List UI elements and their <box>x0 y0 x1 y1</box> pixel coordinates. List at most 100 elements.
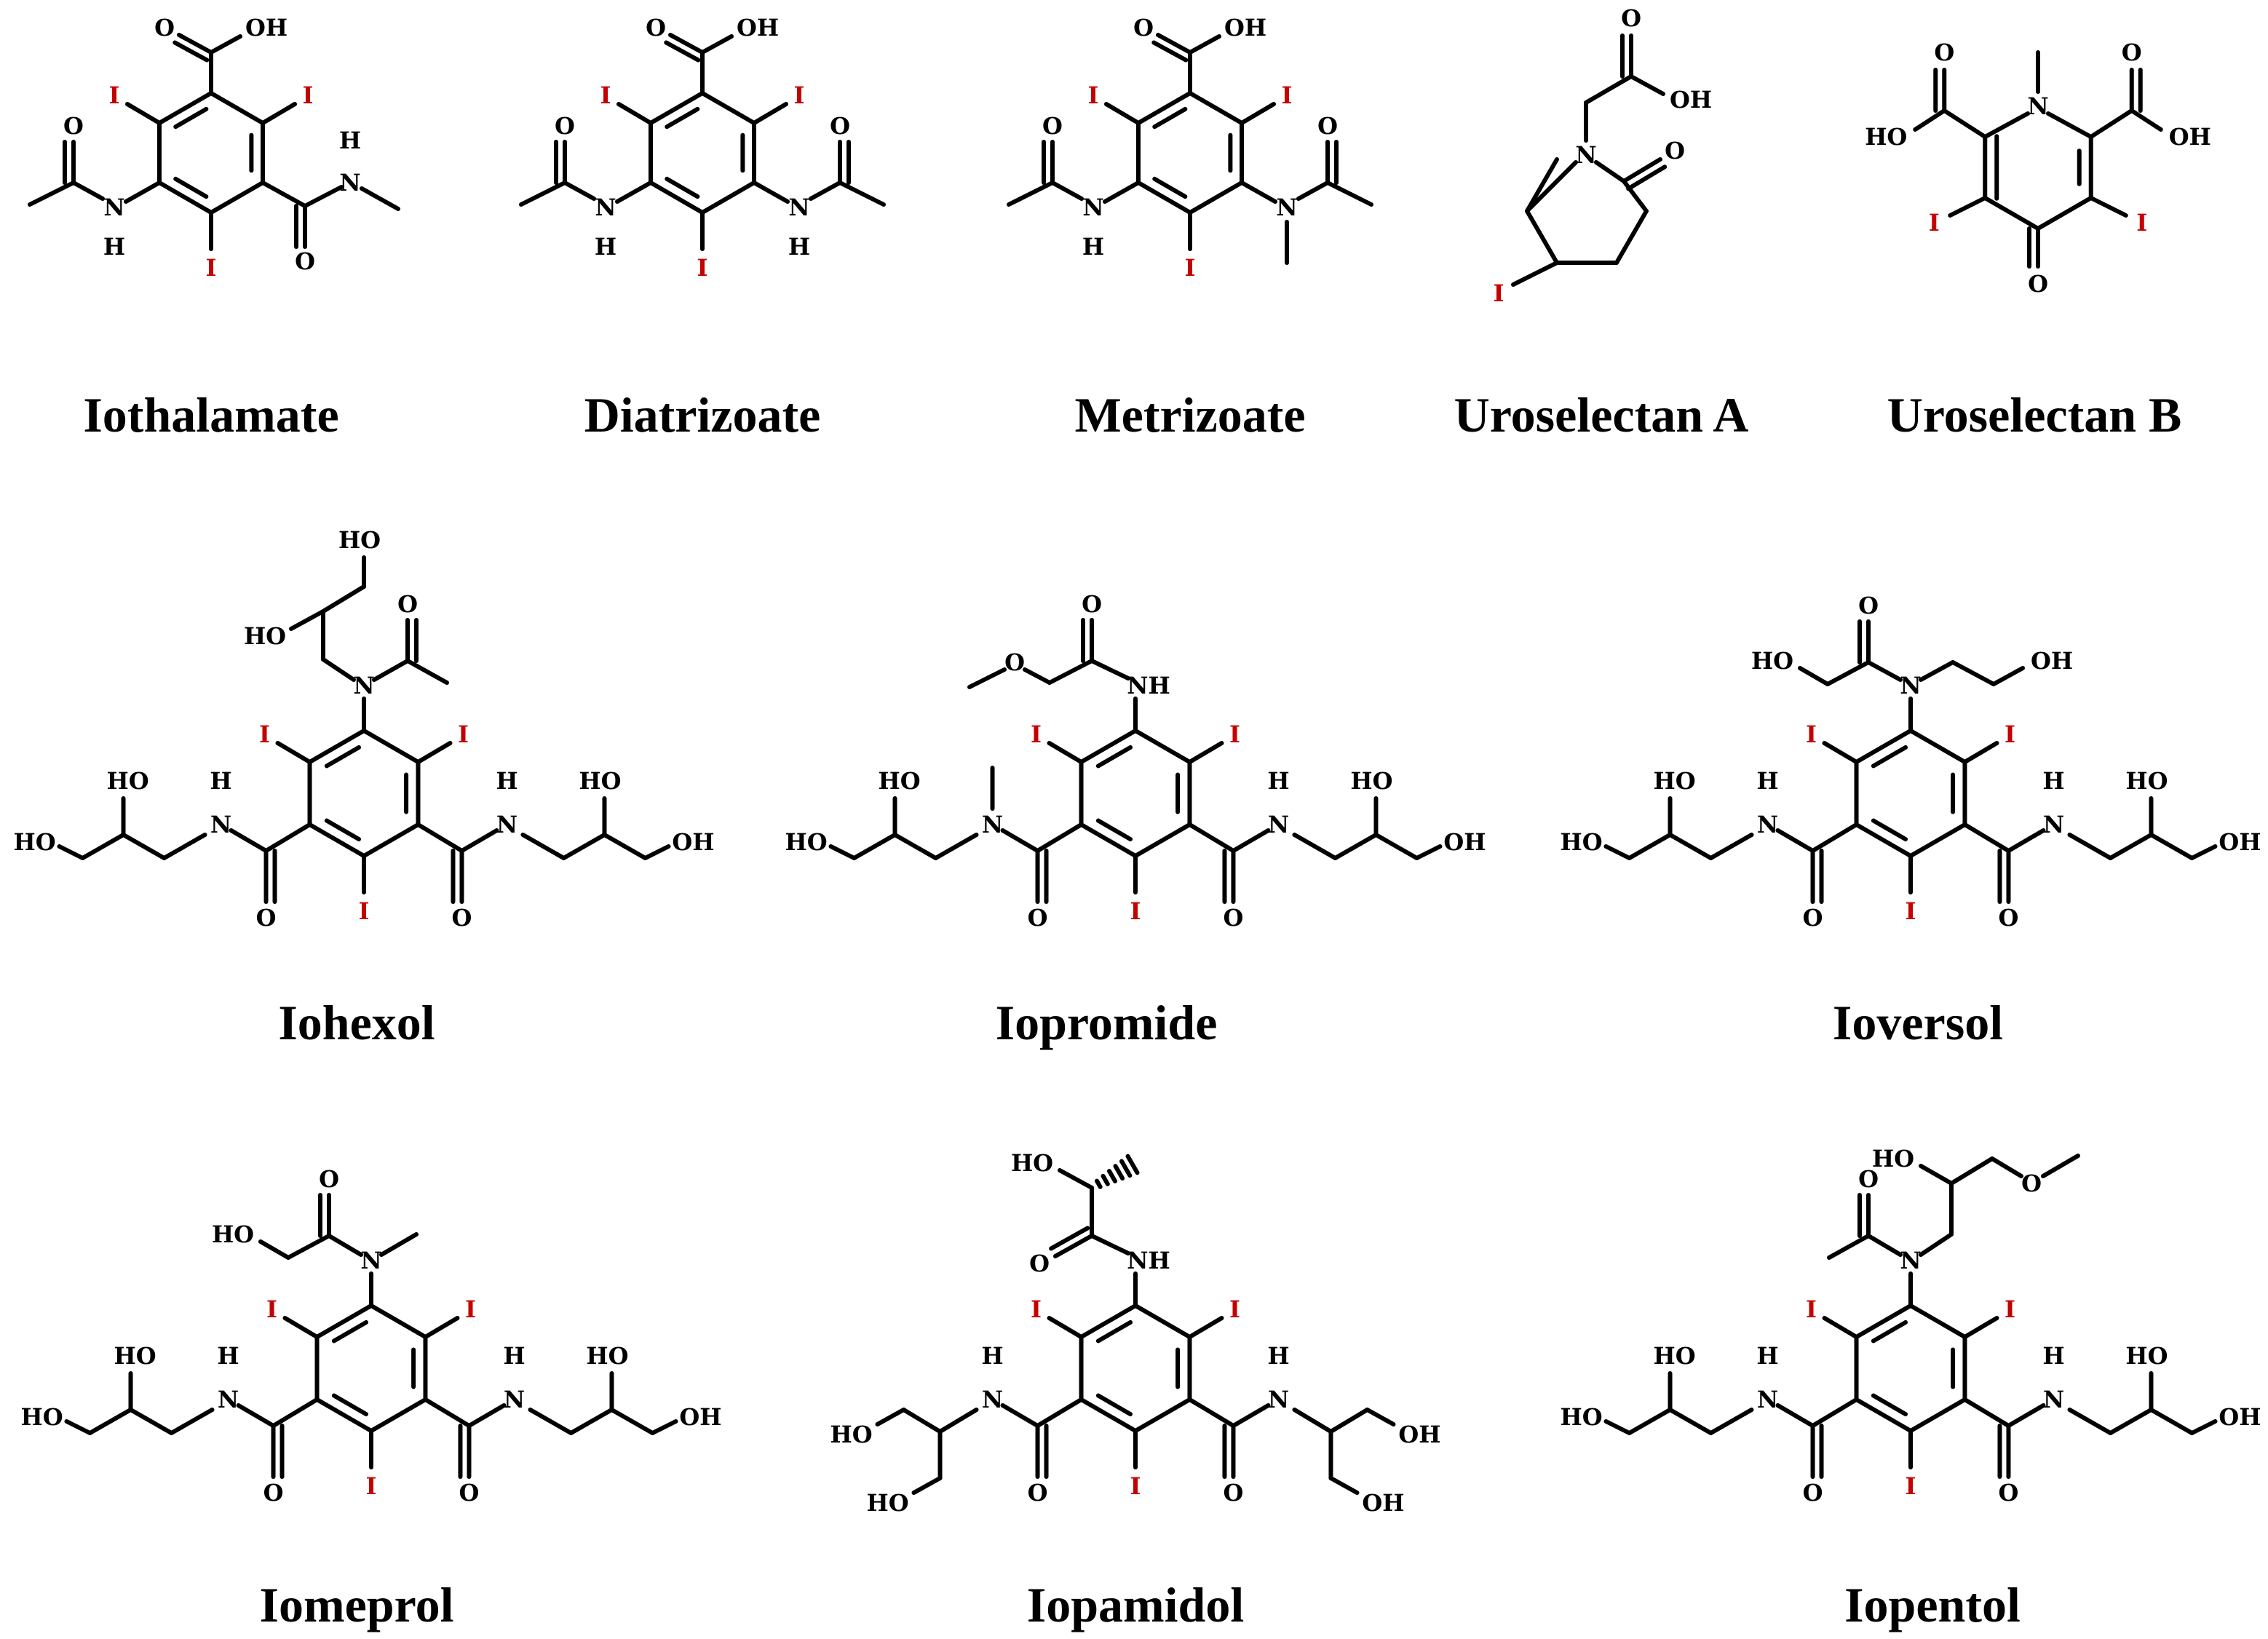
bond <box>1231 1403 1271 1428</box>
iodine-left: I <box>259 721 270 748</box>
bond <box>809 180 843 201</box>
bond <box>1942 108 1988 139</box>
bond <box>1810 822 1859 853</box>
ring-bond <box>1854 1303 1913 1339</box>
aromatic-bond <box>1095 818 1133 842</box>
ring-bond <box>1854 729 1913 764</box>
amide-hydrogen: H <box>339 127 361 154</box>
methyl-bond <box>1006 180 1055 207</box>
ring-nitrogen: N <box>1575 141 1596 169</box>
lactam-oxygen: O <box>1665 137 1685 164</box>
carbonyl-oxygen: O <box>1999 1479 2019 1507</box>
hydroxyl-label: HO <box>2125 767 2168 795</box>
top-nitrogen: NH <box>1127 1247 1170 1274</box>
ring-bond <box>1079 1303 1138 1339</box>
acetamide-hydrogen: H <box>595 233 616 261</box>
bond <box>236 1403 276 1428</box>
bond <box>562 180 596 201</box>
c-i-bond <box>1187 1316 1224 1339</box>
bond <box>528 1408 574 1435</box>
iodine-right: I <box>465 1295 476 1323</box>
aromatic-bond <box>665 176 700 199</box>
bond <box>57 844 85 860</box>
amide-nitrogen: N <box>496 811 518 838</box>
bond <box>321 584 366 614</box>
ring-bond <box>314 1397 373 1433</box>
amide-hydrogen: H <box>210 767 231 795</box>
hydroxyl-label: HO <box>785 828 827 856</box>
bond <box>602 833 648 860</box>
hydroxyl-label: HO <box>866 1489 908 1517</box>
ring-bond <box>2036 196 2093 231</box>
bond <box>303 185 344 208</box>
amide-oxygen: O <box>1858 592 1879 619</box>
ring-bond <box>1525 159 1578 213</box>
bond <box>1414 844 1443 860</box>
aromatic-bond <box>1095 745 1133 769</box>
c-i-bond <box>423 1316 460 1339</box>
amide-hydrogen: H <box>496 767 518 795</box>
aromatic-bond <box>1871 1319 1908 1344</box>
ring-bond <box>1133 1397 1192 1433</box>
acid-oxygen: O <box>1621 4 1641 32</box>
c-i-bond <box>1822 1316 1859 1339</box>
bond <box>1328 1408 1370 1434</box>
iodine-bottom: I <box>359 897 370 925</box>
double-bond-inner <box>664 40 701 63</box>
bond <box>229 828 269 853</box>
ring-bond <box>648 91 705 125</box>
bond <box>1231 828 1271 853</box>
acid-oxygen: O <box>2122 39 2142 66</box>
hydroxyl-label: HO <box>1350 767 1392 795</box>
n-methyl-bond <box>360 186 401 211</box>
ring-bond <box>700 180 757 215</box>
iodine-left: I <box>1088 82 1099 109</box>
bond <box>2149 1408 2194 1435</box>
ether-oxygen: O <box>1004 648 1025 676</box>
carbonyl-oxygen: O <box>1224 1479 1244 1507</box>
ring-bond <box>209 180 266 215</box>
aromatic-bond <box>1871 1393 1908 1417</box>
amide-hydrogen: H <box>1756 1342 1778 1370</box>
bond <box>1584 74 1633 105</box>
c-i-bond <box>1948 196 1988 218</box>
iodine-bottom: I <box>1130 1472 1141 1500</box>
aromatic-bond <box>1095 1319 1133 1344</box>
acetamide-oxygen: O <box>63 112 84 140</box>
bond <box>901 1408 943 1434</box>
amide-hydrogen: H <box>1267 767 1289 795</box>
iodine-left: I <box>1929 209 1940 237</box>
iodine-right: I <box>794 82 805 109</box>
acid-hydroxyl: OH <box>737 14 779 41</box>
molecule-name: Iomeprol <box>260 1577 454 1632</box>
bond <box>520 833 566 860</box>
amide-oxygen: O <box>1029 1250 1050 1277</box>
bond <box>416 822 464 853</box>
bond <box>2129 108 2163 132</box>
carbonyl-oxygen: O <box>1803 1479 1823 1507</box>
hydroxyl-label: HO <box>1560 828 1602 856</box>
c-i-bond <box>1962 1316 1999 1339</box>
bond <box>1990 1156 2023 1178</box>
ring-bond <box>1133 729 1192 764</box>
ring-bond <box>700 91 757 125</box>
carbonyl-oxygen: O <box>1803 904 1823 932</box>
iodine-left: I <box>1031 721 1042 748</box>
bond <box>875 1408 906 1426</box>
bond <box>1188 34 1221 55</box>
iodine-right: I <box>303 82 314 109</box>
hydroxyl-label: HO <box>586 1342 628 1370</box>
aromatic-bond <box>665 106 700 130</box>
amide-hydrogen: H <box>217 1342 239 1370</box>
aromatic-bond <box>1871 818 1908 842</box>
bond <box>1000 1403 1040 1428</box>
bond <box>1058 1168 1094 1190</box>
hydroxyl-label: HO <box>1872 1145 1914 1172</box>
molecule-name: Iothalamate <box>83 387 338 443</box>
acetamide-hydrogen: H <box>788 233 810 261</box>
bond <box>1949 1156 1994 1186</box>
carbonyl-oxygen: O <box>263 1479 284 1507</box>
bond <box>1668 833 1713 860</box>
hydroxyl-label: HO <box>1560 1403 1602 1431</box>
acid-hydroxyl: OH <box>1224 14 1266 41</box>
